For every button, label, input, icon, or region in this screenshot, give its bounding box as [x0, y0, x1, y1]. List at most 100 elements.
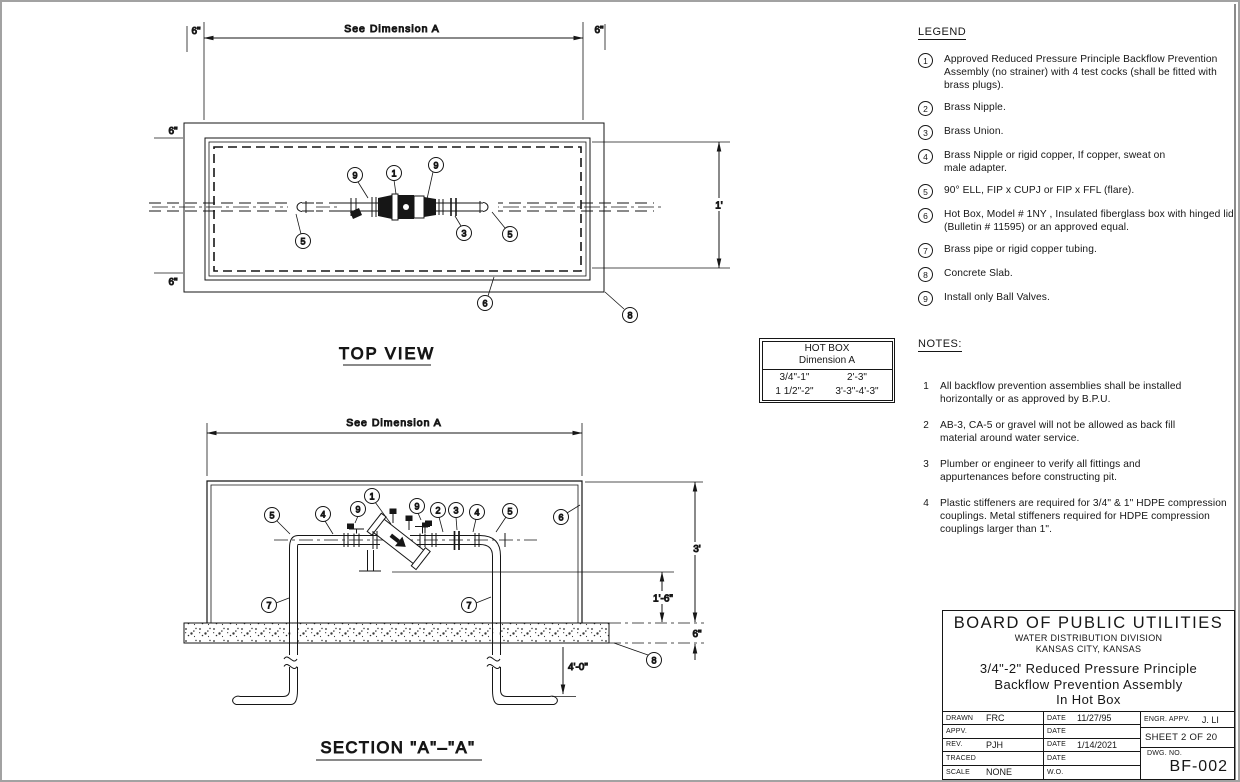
- callout-6: 6: [482, 298, 487, 308]
- note-item: 4 Plastic stiffeners are required for 3/…: [918, 497, 1234, 536]
- note-num-3: 3: [923, 459, 929, 470]
- callout-9: 9: [352, 170, 357, 180]
- drawing-title-line1: 3/4"-2" Reduced Pressure Principle: [979, 661, 1198, 676]
- legend-item: 9 Install only Ball Valves.: [918, 291, 1236, 306]
- section-title: SECTION "A"–"A": [320, 739, 475, 757]
- table-row: DATE 1/14/2021: [1044, 739, 1140, 753]
- section-view-drawing: See Dimension A: [183, 417, 705, 761]
- top-view-dim-a-label: See Dimension A: [344, 23, 440, 35]
- top-view-callouts: 9 1 9 5 3 5 6 8: [295, 157, 638, 323]
- section-hotbox-outline: [206, 480, 583, 623]
- date-label-2: DATE: [1047, 728, 1066, 736]
- appv-label: APPV.: [946, 728, 967, 736]
- engr-value: J. LI: [1201, 714, 1219, 725]
- table-row: W.O.: [1044, 766, 1140, 779]
- callout-7: 7: [266, 600, 271, 610]
- legend-num-9: 9: [918, 291, 933, 306]
- legend-num-7: 7: [918, 243, 933, 258]
- callout-8: 8: [651, 655, 656, 665]
- legend-item: 7 Brass pipe or rigid copper tubing.: [918, 243, 1236, 258]
- hotbox-dim-1: 2'-3": [847, 371, 867, 383]
- top-view-title: TOP VIEW: [339, 345, 435, 363]
- section-dim-a: [206, 423, 583, 476]
- date-value-1: 11/27/95: [1077, 713, 1112, 724]
- traced-label: TRACED: [946, 754, 976, 762]
- section-callouts: 5 4 9 1 9 2 3 4: [261, 488, 662, 668]
- top-view-dim-6-left-bottom: 6": [168, 277, 178, 288]
- callout-1: 1: [369, 491, 374, 501]
- section-pipework: [232, 535, 558, 705]
- top-view-hotbox-outline: [204, 137, 591, 281]
- title-block-col3: ENGR. APPV. J. LI SHEET 2 OF 20 DWG. NO.…: [1141, 712, 1234, 779]
- rev-value: PJH: [986, 739, 1004, 750]
- legend-text-2: Brass Nipple.: [944, 102, 1006, 113]
- drawing-title-line2: Backflow Prevention Assembly: [994, 676, 1183, 692]
- table-row: TRACED: [943, 752, 1043, 766]
- legend-num-5: 5: [918, 184, 933, 199]
- title-block-col2: DATE 11/27/95 DATE DATE 1/14/2021 DATE W…: [1044, 712, 1141, 779]
- callout-2: 2: [435, 505, 440, 515]
- note-item: 3 Plumber or engineer to verify all fitt…: [918, 458, 1234, 484]
- note-text-1: All backflow prevention assemblies shall…: [940, 381, 1182, 405]
- drawn-value: FRC: [986, 713, 1005, 724]
- callout-6: 6: [558, 512, 563, 522]
- title-block-col1: DRAWN FRC APPV. REV. PJH TRACED SCALE NO…: [943, 712, 1044, 779]
- table-row: 3/4"-1" 2'-3": [765, 371, 890, 385]
- date-value-3: 1/14/2021: [1077, 739, 1118, 750]
- legend-item: 2 Brass Nipple.: [918, 101, 1236, 116]
- callout-4: 4: [320, 509, 325, 519]
- section-dim-4ft: 4'-0": [568, 662, 588, 673]
- callout-8: 8: [627, 310, 632, 320]
- rev-label: REV.: [946, 741, 963, 749]
- top-view-dim-6-left-top: 6": [168, 126, 178, 137]
- legend-text-3: Brass Union.: [944, 126, 1004, 137]
- dwg-number-cell: DWG. NO. BF-002: [1141, 748, 1234, 779]
- legend-text-7: Brass pipe or rigid copper tubing.: [944, 244, 1097, 255]
- title-block-table: DRAWN FRC APPV. REV. PJH TRACED SCALE NO…: [943, 711, 1234, 779]
- callout-9: 9: [433, 160, 438, 170]
- legend-text-4: Brass Nipple or rigid copper, If copper,…: [944, 150, 1166, 174]
- note-text-2: AB-3, CA-5 or gravel will not be allowed…: [940, 420, 1176, 444]
- title-block: BOARD OF PUBLIC UTILITIES WATER DISTRIBU…: [942, 610, 1235, 780]
- top-view-drawing: See Dimension A 6" 6" 6" 6" 1' 9: [149, 22, 730, 366]
- callout-5: 5: [269, 510, 274, 520]
- drawing-title: 3/4"-2" Reduced Pressure Principle Backf…: [943, 661, 1234, 708]
- table-row: REV. PJH: [943, 739, 1043, 753]
- legend-num-6: 6: [918, 208, 933, 223]
- sheet-number: SHEET 2 OF 20: [1141, 728, 1234, 748]
- note-num-1: 1: [923, 381, 929, 392]
- legend-num-8: 8: [918, 267, 933, 282]
- legend-item: 8 Concrete Slab.: [918, 267, 1236, 282]
- legend-num-2: 2: [918, 101, 933, 116]
- note-item: 1 All backflow prevention assemblies sha…: [918, 380, 1234, 406]
- section-dims-right: [392, 481, 704, 697]
- hotbox-dim-2: 3'-3"-4'-3": [835, 385, 879, 397]
- drawn-label: DRAWN: [946, 714, 974, 722]
- section-dim-3ft: 3': [693, 544, 701, 555]
- top-view-dim-6-top-right: 6": [594, 25, 604, 36]
- engr-appv-row: ENGR. APPV. J. LI: [1141, 712, 1234, 728]
- callout-7: 7: [466, 600, 471, 610]
- date-label-4: DATE: [1047, 754, 1066, 762]
- section-dim-a-label: See Dimension A: [346, 417, 442, 429]
- legend-item: 5 90° ELL, FIP x CUPJ or FIP x FFL (flar…: [918, 184, 1236, 199]
- legend: LEGEND 1 Approved Reduced Pressure Princ…: [918, 22, 1236, 315]
- note-item: 2 AB-3, CA-5 or gravel will not be allow…: [918, 419, 1234, 445]
- callout-1: 1: [391, 168, 396, 178]
- top-view-assembly: [288, 193, 498, 221]
- top-view-slab-outline: [183, 122, 605, 293]
- notes: NOTES: 1 All backflow prevention assembl…: [918, 334, 1234, 549]
- callout-3: 3: [453, 505, 458, 515]
- hotbox-dimension-table: HOT BOX Dimension A 3/4"-1" 2'-3" 1 1/2"…: [759, 338, 895, 403]
- hotbox-size-2: 1 1/2"-2": [775, 385, 814, 397]
- note-num-2: 2: [923, 420, 929, 431]
- table-row: DATE 11/27/95: [1044, 712, 1140, 726]
- org-city: KANSAS CITY, KANSAS: [1035, 643, 1142, 654]
- legend-num-4: 4: [918, 149, 933, 164]
- top-view-dim-6-top-left: 6": [191, 26, 201, 37]
- note-num-4: 4: [923, 498, 929, 509]
- callout-5: 5: [507, 506, 512, 516]
- legend-item: 6 Hot Box, Model # 1NY , Insulated fiber…: [918, 208, 1236, 234]
- table-row: SCALE NONE: [943, 766, 1043, 779]
